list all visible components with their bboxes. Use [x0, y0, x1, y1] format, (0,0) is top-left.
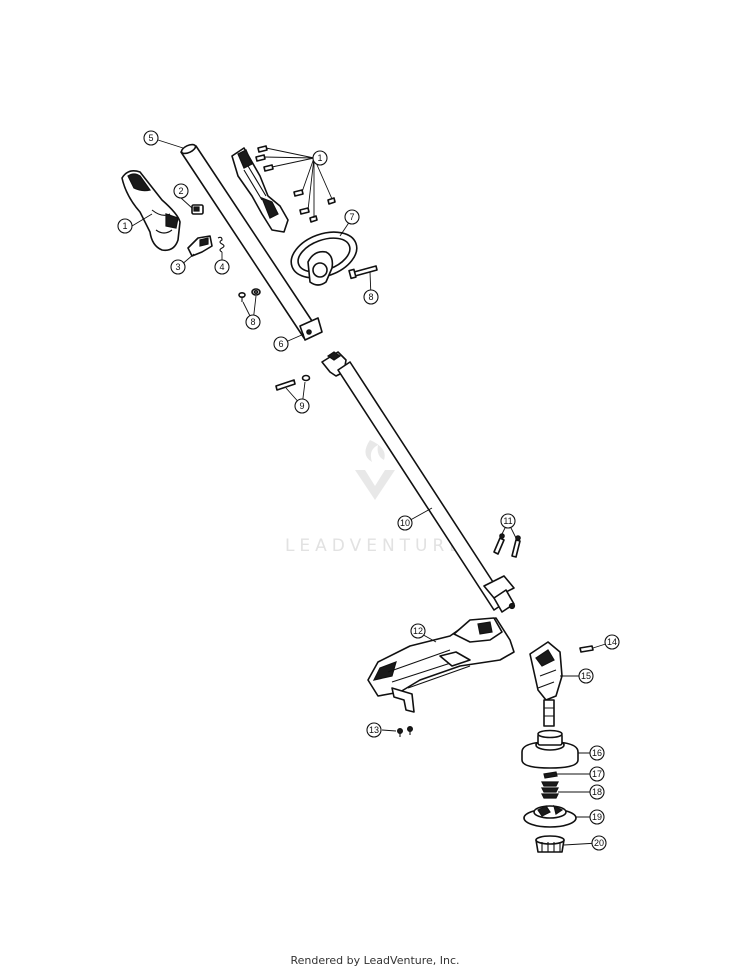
callout-4: 4	[214, 259, 230, 275]
pin	[275, 374, 311, 391]
callout-13: 13	[366, 722, 382, 738]
callout-7-label: 7	[349, 212, 354, 222]
trigger	[187, 235, 213, 257]
callout-11: 11	[500, 513, 516, 529]
screw-washer	[238, 288, 261, 302]
callout-12-label: 12	[413, 626, 423, 636]
footer-credit: Rendered by LeadVenture, Inc.	[290, 954, 460, 967]
callout-17: 17	[589, 766, 605, 782]
spool-housing	[521, 729, 579, 769]
callout-1b-label: 1	[122, 221, 127, 231]
callout-14-label: 14	[607, 637, 617, 647]
handle-half-right	[231, 147, 289, 233]
callout-19-label: 19	[592, 812, 602, 822]
gear-head	[529, 641, 563, 727]
callout-3: 3	[170, 259, 186, 275]
callout-1b: 1	[117, 218, 133, 234]
bracket	[391, 687, 415, 737]
screws-part-11	[493, 533, 521, 558]
watermark: LEADVENTURE	[285, 440, 465, 556]
spool	[523, 804, 577, 828]
callout-8a-label: 8	[368, 292, 373, 302]
callout-9: 9	[294, 398, 310, 414]
eyelet	[543, 771, 558, 779]
screw-14	[579, 645, 594, 653]
callout-15-label: 15	[581, 671, 591, 681]
upper-shaft	[180, 143, 323, 341]
callout-9-label: 9	[299, 401, 304, 411]
callout-15: 15	[578, 668, 594, 684]
callout-12: 12	[410, 623, 426, 639]
callout-3-label: 3	[175, 262, 180, 272]
callout-18: 18	[589, 784, 605, 800]
spring-small	[217, 236, 225, 253]
callout-11-label: 11	[503, 516, 512, 526]
watermark-logo-icon	[355, 440, 395, 500]
callout-6-label: 6	[278, 339, 283, 349]
lower-shaft	[321, 351, 516, 613]
callout-4-label: 4	[219, 262, 224, 272]
bump-knob	[535, 835, 565, 853]
callout-5: 5	[143, 130, 159, 146]
rear-handle	[121, 170, 181, 252]
callout-7: 7	[344, 209, 360, 225]
bolt-long	[348, 265, 378, 280]
guard	[367, 617, 515, 697]
callout-2-label: 2	[178, 186, 183, 196]
callout-20: 20	[591, 835, 607, 851]
callout-5-label: 5	[148, 133, 153, 143]
switch	[191, 204, 204, 215]
callout-10-label: 10	[400, 518, 410, 528]
callout-16-label: 16	[592, 748, 602, 758]
callout-1a-label: 1	[317, 153, 322, 163]
callout-13-label: 13	[369, 725, 379, 735]
callout-20-label: 20	[594, 838, 604, 848]
callout-6: 6	[273, 336, 289, 352]
spool-spring	[541, 781, 559, 799]
callout-8b: 8	[245, 314, 261, 330]
watermark-text: LEADVENTURE	[285, 536, 465, 556]
callout-10: 10	[397, 515, 413, 531]
callout-2: 2	[173, 183, 189, 199]
callout-14: 14	[604, 634, 620, 650]
callout-1a: 1	[312, 150, 328, 166]
callout-8b-label: 8	[250, 317, 255, 327]
callout-19: 19	[589, 809, 605, 825]
front-handle-loop	[290, 231, 358, 286]
callout-18-label: 18	[592, 787, 602, 797]
callout-16: 16	[589, 745, 605, 761]
callout-17-label: 17	[592, 769, 602, 779]
callout-8a: 8	[363, 289, 379, 305]
